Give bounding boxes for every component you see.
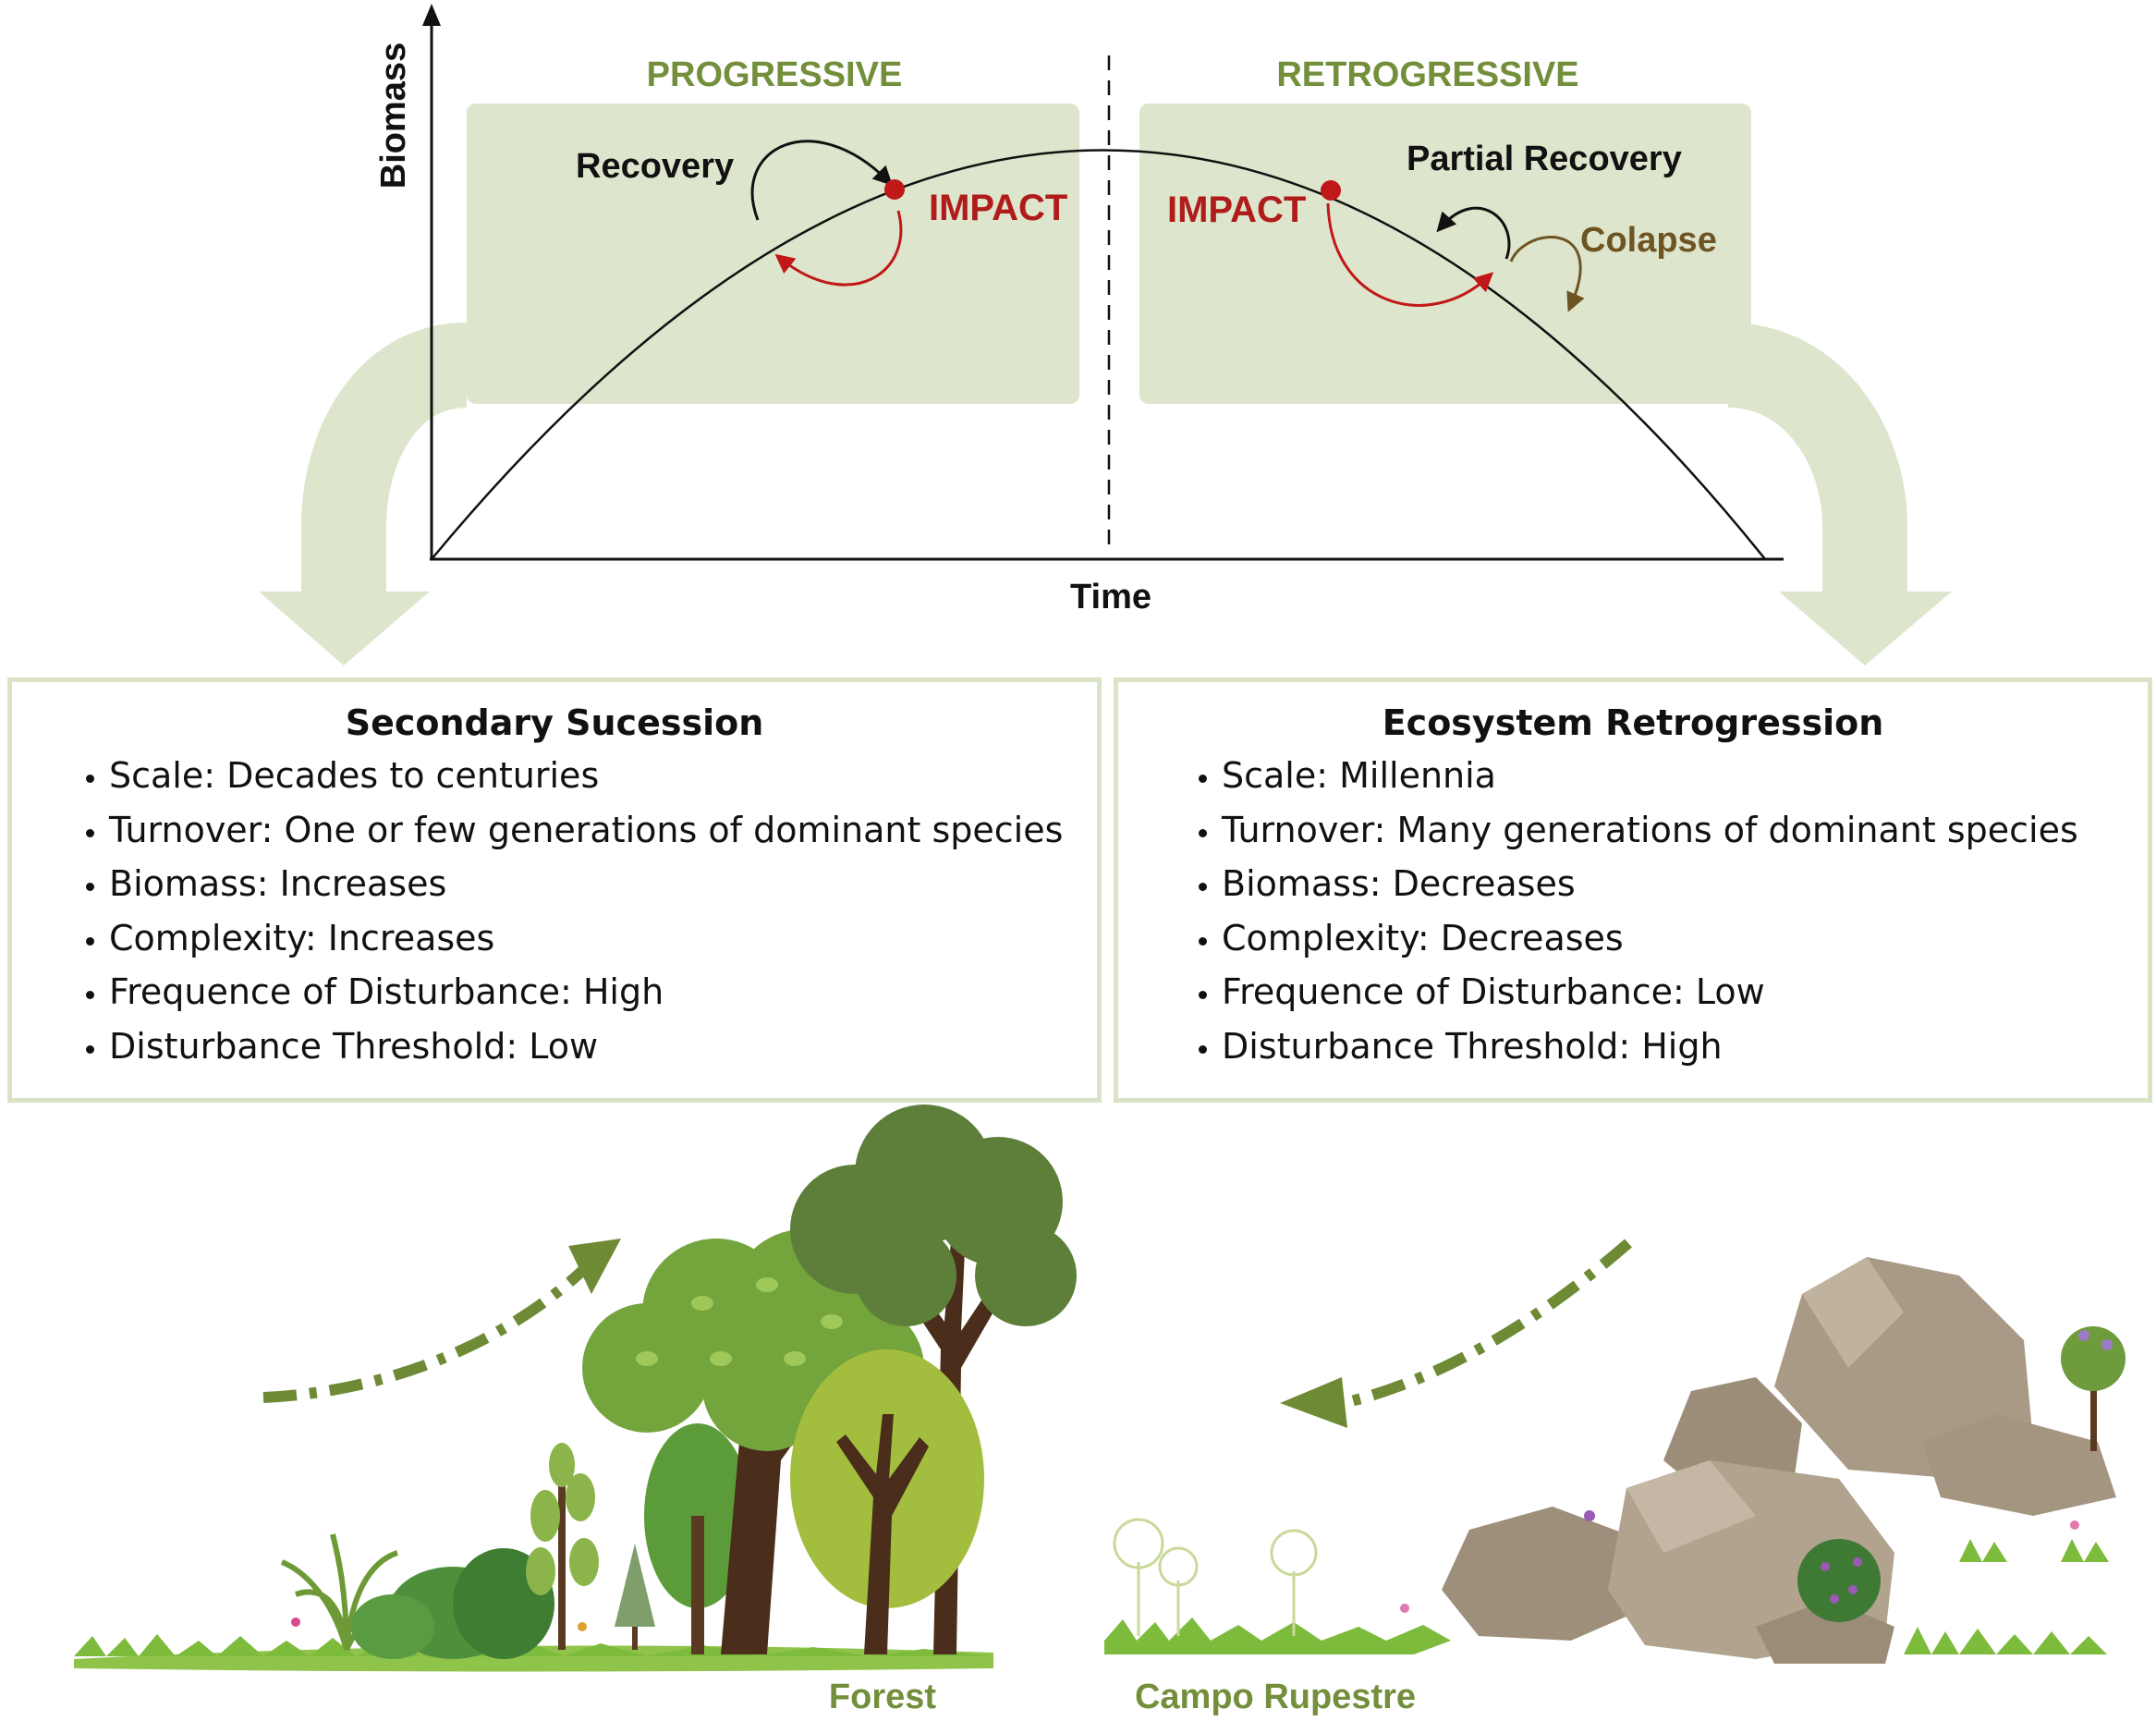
progressive-title: PROGRESSIVE — [647, 55, 903, 94]
impact-point-right — [1321, 180, 1341, 201]
recovery-label: Recovery — [576, 147, 734, 186]
flow-arrow-right — [1725, 323, 1952, 665]
puffball-plants — [1113, 1518, 1318, 1636]
retrogressive-panel — [1139, 104, 1751, 404]
impact-label-right: IMPACT — [1167, 189, 1306, 230]
flowering-shrub — [1797, 1539, 1881, 1622]
list-item: Disturbance Threshold: Low — [109, 1019, 1097, 1074]
small-tree-rupestre — [2061, 1326, 2126, 1451]
progressive-cycle — [750, 140, 905, 287]
ecosystem-retrogression-title: Ecosystem Retrogression — [1382, 702, 1884, 743]
list-item: Frequence of Disturbance: Low — [1222, 965, 2148, 1019]
retrogressive-cycle — [1321, 180, 1585, 312]
impact-label-left: IMPACT — [929, 188, 1067, 228]
list-item: Scale: Millennia — [1222, 749, 2148, 803]
biomass-curve — [431, 149, 1766, 560]
progressive-panel — [467, 104, 1079, 404]
impact-point-left — [884, 179, 905, 200]
forest-illustration — [74, 1105, 1077, 1672]
ecosystem-retrogression-box: Ecosystem Retrogression Scale: Millennia… — [1114, 677, 2152, 1103]
secondary-succession-list: Scale: Decades to centuries Turnover: On… — [12, 749, 1097, 1073]
list-item: Turnover: One or few generations of domi… — [109, 803, 1097, 858]
secondary-succession-box: Secondary Sucession Scale: Decades to ce… — [7, 677, 1102, 1103]
ecosystem-retrogression-list: Scale: Millennia Turnover: Many generati… — [1118, 749, 2148, 1073]
list-item: Scale: Decades to centuries — [109, 749, 1097, 803]
forest-label: Forest — [829, 1678, 936, 1716]
list-item: Disturbance Threshold: High — [1222, 1019, 2148, 1074]
round-tree — [644, 1423, 751, 1654]
small-conifer — [615, 1544, 655, 1650]
retrogressive-title: RETROGRESSIVE — [1276, 55, 1578, 94]
campo-rupestre-label: Campo Rupestre — [1135, 1678, 1416, 1716]
list-item: Frequence of Disturbance: High — [109, 965, 1097, 1019]
partial-recovery-label: Partial Recovery — [1407, 140, 1682, 178]
chart-axes — [422, 4, 1784, 561]
flow-arrow-left — [259, 323, 469, 665]
succession-trend-arrow — [262, 1239, 621, 1403]
list-item: Turnover: Many generations of dominant s… — [1222, 803, 2148, 858]
retrogression-trend-arrow — [1280, 1239, 1632, 1428]
x-axis-label: Time — [1070, 578, 1151, 616]
sapling — [526, 1443, 599, 1650]
secondary-succession-title: Secondary Sucession — [345, 702, 764, 743]
list-item: Biomass: Decreases — [1222, 857, 2148, 911]
light-tree — [790, 1349, 984, 1654]
collapse-label: Colapse — [1580, 221, 1717, 260]
campo-rupestre-illustration — [1104, 1257, 2126, 1664]
list-item: Complexity: Increases — [109, 911, 1097, 966]
y-axis-label: Biomass — [374, 43, 413, 189]
list-item: Complexity: Decreases — [1222, 911, 2148, 966]
list-item: Biomass: Increases — [109, 857, 1097, 911]
